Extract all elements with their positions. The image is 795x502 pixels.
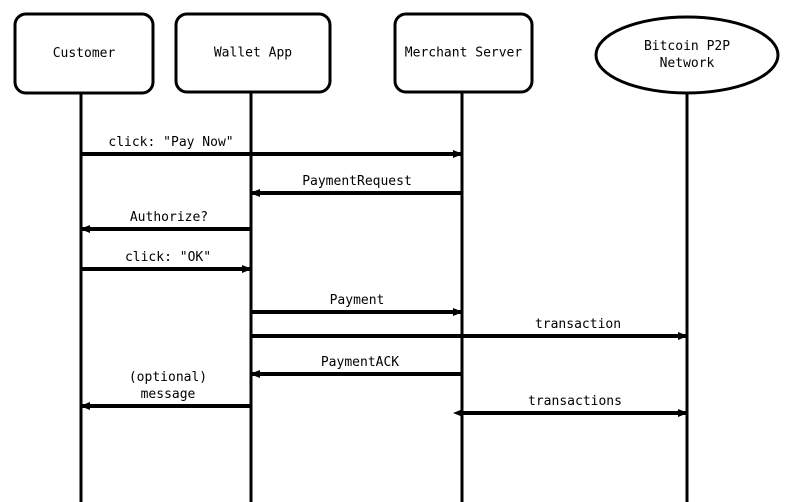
message-click-pay-now[interactable]: click: "Pay Now" (81, 135, 463, 158)
message-label-payment: Payment (330, 293, 385, 308)
participant-label: Bitcoin P2P (644, 39, 730, 54)
participant-customer[interactable]: Customer (13, 12, 155, 95)
participant-bitcoin-p2p-network[interactable]: Bitcoin P2P Network (594, 15, 780, 95)
message-transactions[interactable]: transactions (453, 394, 688, 417)
message-label-transactions: transactions (528, 394, 622, 409)
participant-label: Wallet App (214, 46, 292, 61)
message-transaction[interactable]: transaction (251, 317, 688, 340)
message-label-authorize: Authorize? (130, 210, 208, 225)
message-label-optional-message: message (141, 387, 196, 402)
message-label-optional-message: (optional) (129, 370, 207, 385)
message-label-payment-ack: PaymentACK (321, 355, 399, 370)
message-authorize[interactable]: Authorize? (80, 210, 251, 233)
message-label-payment-request: PaymentRequest (302, 174, 412, 189)
messages-layer: click: "Pay Now" PaymentRequestAuthorize?… (80, 135, 688, 417)
participant-merchant-server[interactable]: Merchant Server (393, 12, 534, 94)
participant-shape-ellipse (594, 15, 780, 95)
lifelines-layer (79, 92, 689, 502)
message-payment-ack[interactable]: PaymentACK (250, 355, 462, 378)
participant-label: Network (660, 56, 715, 71)
participant-wallet-app[interactable]: Wallet App (174, 12, 332, 94)
participant-label: Customer (53, 46, 116, 61)
message-click-ok[interactable]: click: "OK" (81, 250, 252, 273)
message-label-transaction: transaction (535, 317, 621, 332)
participant-shape-rect (393, 12, 534, 94)
participant-label: Merchant Server (405, 46, 523, 61)
participant-shape-rect (13, 12, 155, 95)
participants-layer: Customer Wallet App Merchant Server Bitcoin… (13, 12, 780, 95)
participant-shape-rect (174, 12, 332, 94)
message-payment[interactable]: Payment (251, 293, 463, 316)
message-payment-request[interactable]: PaymentRequest (250, 174, 462, 197)
message-label-click-ok: click: "OK" (125, 250, 211, 265)
message-optional-message[interactable]: (optional) message (80, 370, 251, 410)
message-label-click-pay-now: click: "Pay Now" (108, 135, 233, 150)
